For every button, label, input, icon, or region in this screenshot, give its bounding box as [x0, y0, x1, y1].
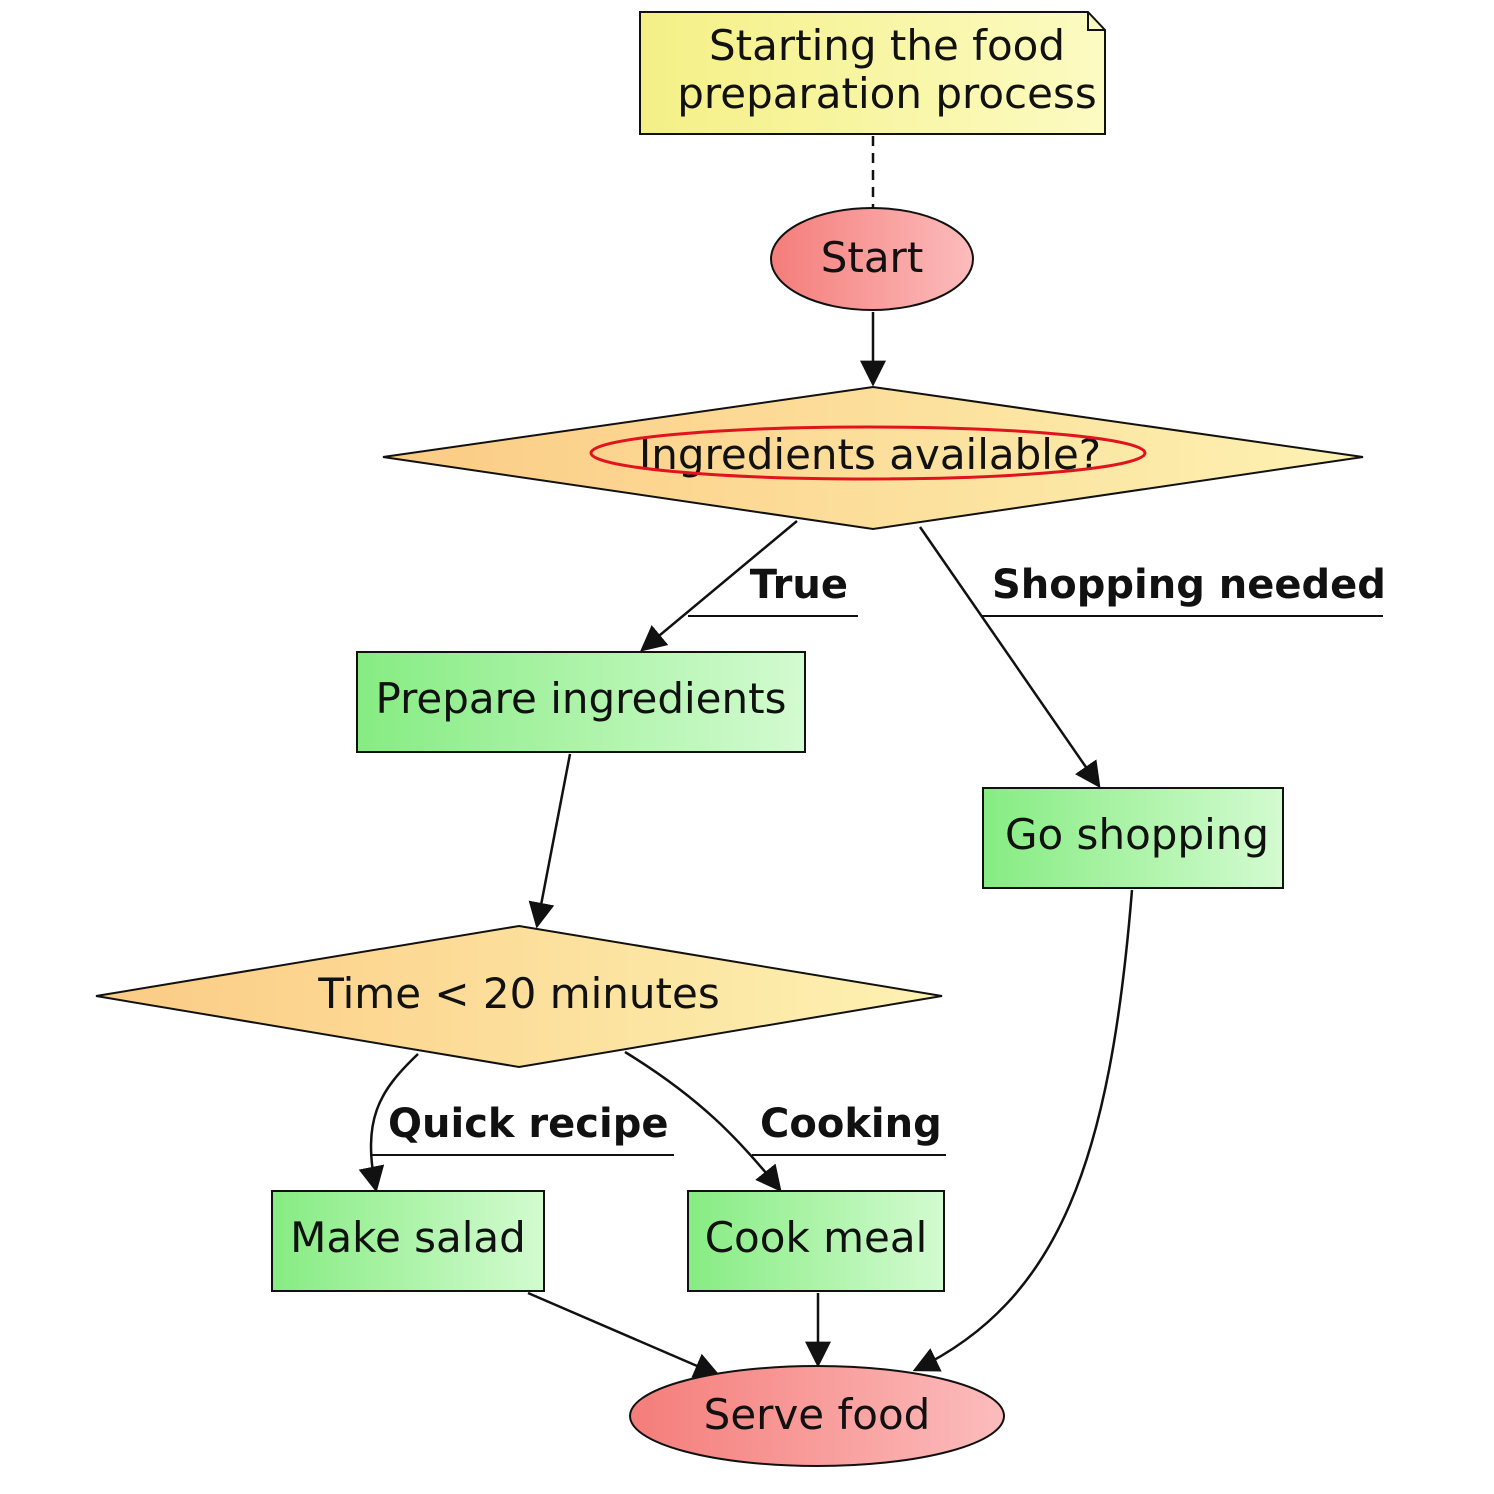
note-line-2: preparation process [677, 69, 1096, 118]
edge-true-to-prepare [640, 520, 798, 652]
edge-shopping-to-serve [912, 889, 1134, 1372]
edge-label-shopping-needed: Shopping needed [992, 562, 1386, 608]
salad-node: Make salad [271, 1190, 545, 1292]
edge-cooking [624, 1050, 782, 1193]
time-decision-node: Time < 20 minutes [95, 924, 943, 1069]
edge-prepare-to-time [528, 753, 572, 929]
edge-label-true: True [750, 562, 848, 608]
start-label: Start [821, 233, 924, 282]
start-node: Start [770, 207, 974, 311]
prepare-node: Prepare ingredients [356, 651, 806, 753]
highlight-ellipse [589, 425, 1147, 481]
ingredients-decision-label: Ingredients available? [639, 430, 1101, 479]
edge-salad-to-serve [527, 1291, 721, 1378]
serve-label: Serve food [704, 1390, 931, 1439]
cook-node: Cook meal [687, 1190, 945, 1292]
edge-labels: True Shopping needed Quick recipe Cookin… [370, 562, 1386, 1156]
serve-node: Serve food [629, 1365, 1005, 1467]
edges [358, 312, 1134, 1378]
edge-label-quick-recipe: Quick recipe [388, 1101, 668, 1147]
cook-label: Cook meal [705, 1213, 928, 1262]
prepare-label: Prepare ingredients [376, 674, 787, 723]
note-shape [639, 11, 1106, 135]
shopping-node: Go shopping [982, 787, 1284, 889]
note-line-1: Starting the food [709, 21, 1065, 70]
note-box: Starting the food preparation process [639, 11, 1106, 135]
shopping-label: Go shopping [1005, 810, 1269, 859]
edge-shopping-needed [918, 526, 1101, 789]
edge-label-cooking: Cooking [760, 1101, 942, 1147]
time-decision-label: Time < 20 minutes [317, 969, 719, 1018]
salad-label: Make salad [290, 1213, 526, 1262]
ingredients-decision-node: Ingredients available? [382, 385, 1364, 531]
edge-quick-recipe [358, 1053, 419, 1193]
